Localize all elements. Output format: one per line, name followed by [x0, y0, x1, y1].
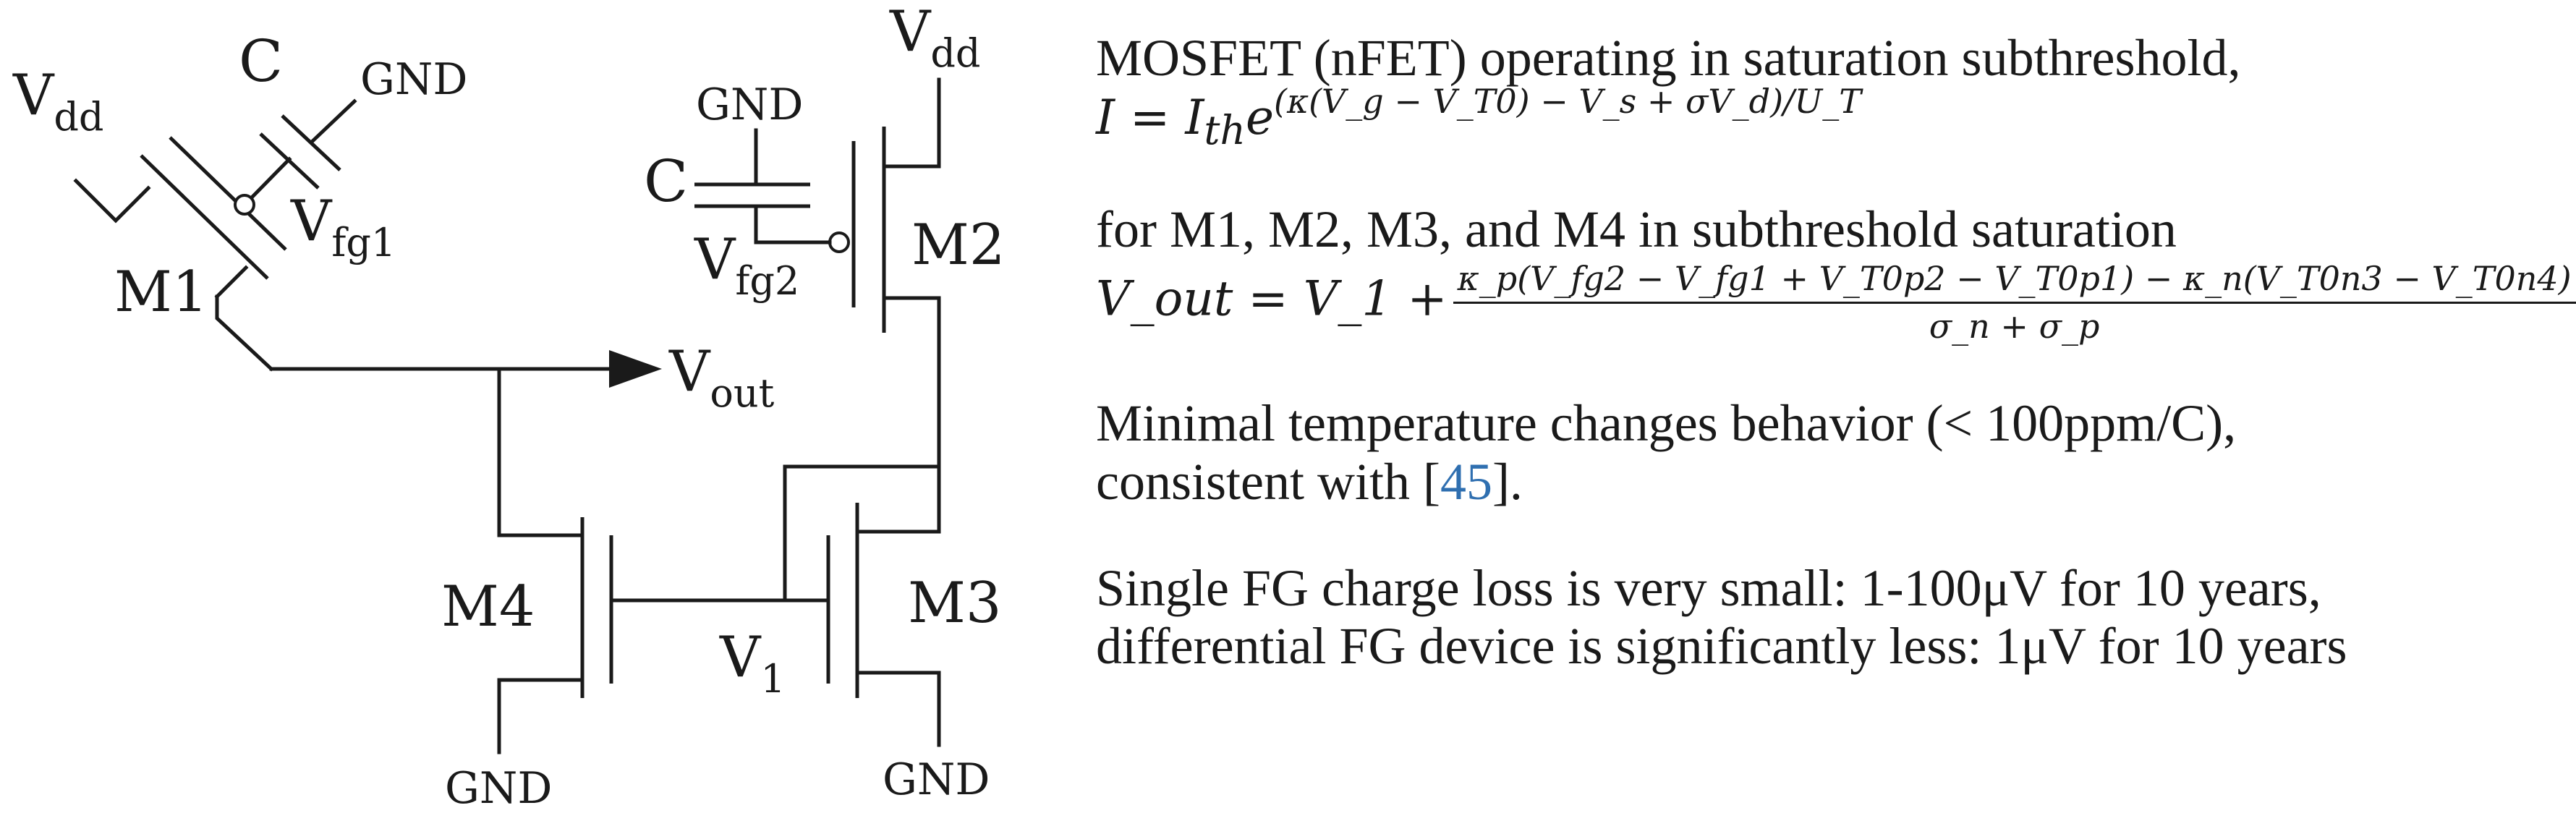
citation-link[interactable]: 45 [1440, 453, 1492, 511]
transistor-m4 [497, 367, 787, 754]
cap-left-plate-1 [259, 132, 320, 190]
gnd-cap-left-label: GND [360, 54, 468, 105]
note-subthreshold-text: MOSFET (nFET) operating in saturation su… [1096, 29, 2241, 87]
transistor-m3 [783, 305, 941, 747]
capacitor-left [259, 98, 357, 190]
m3-source-wire [859, 671, 941, 747]
vout-numerator: κ_p(V_fg2 − V_fg1 + V_T0p2 − V_T0p1) − κ… [1453, 259, 2576, 305]
cap-left-gnd-wire [308, 98, 357, 145]
m1-label: M1 [114, 260, 208, 325]
note-output-voltage: for M1, M2, M3, and M4 in subthreshold s… [1096, 200, 2576, 346]
m3-diode-connect-wire [783, 464, 941, 603]
m2-gate-wire [754, 206, 832, 244]
current-equation: I = Ithe(κ(V_g − V_T0) − V_s + σV_d)/U_T [1096, 81, 1861, 153]
m2-drain-wire [884, 296, 941, 310]
cap-left-label: C [239, 27, 283, 95]
m4-source-wire [497, 678, 581, 754]
m2-gate-bubble [828, 231, 850, 253]
vout-denominator: σ_n + σ_p [1929, 307, 2100, 346]
circuit-diagram: Vdd C GND Vfg1 M1 Vout M4 GND M3 V1 GND [12, 0, 1006, 814]
m1-gate-plate [169, 136, 287, 251]
capacitor-right [694, 128, 810, 208]
note-temperature: Minimal temperature changes behavior (< … [1096, 394, 2237, 511]
vout-fraction: κ_p(V_fg2 − V_fg1 + V_T0p2 − V_T0p1) − κ… [1453, 259, 2576, 346]
vout-arrow-icon [609, 350, 662, 388]
gnd-m4-label: GND [445, 763, 553, 814]
vfg2-label: Vfg2 [694, 227, 799, 304]
cap-right-label: C [644, 148, 688, 215]
vdd-left-label: Vdd [12, 63, 103, 140]
m2-vdd-wire [884, 77, 941, 169]
v1-label: V1 [719, 625, 786, 702]
vfg1-label: Vfg1 [290, 189, 396, 265]
vout-equation: V_out = V_1 +κ_p(V_fg2 − V_fg1 + V_T0p2 … [1096, 259, 2576, 346]
m1-gate-bubble [234, 194, 255, 216]
m2-label: M2 [911, 213, 1006, 278]
note-output-text: for M1, M2, M3, and M4 in subthreshold s… [1096, 200, 2177, 259]
note-subthreshold-current: MOSFET (nFET) operating in saturation su… [1096, 29, 2456, 153]
m4-label: M4 [441, 574, 535, 639]
vout-label: Vout [668, 339, 775, 416]
m1-drain-wire [215, 294, 274, 372]
m4-drain-wire [497, 367, 581, 537]
m1-gate-wire [249, 156, 292, 200]
m1-drain-stub [214, 265, 249, 299]
m1-vdd-wire [73, 178, 151, 224]
gnd-cap-right-label: GND [696, 80, 804, 130]
transistor-m2 [754, 77, 941, 333]
vdd-right-label: Vdd [889, 0, 980, 76]
note-charge-loss: Single FG charge loss is very small: 1-1… [1096, 558, 2347, 676]
transistor-m1 [73, 136, 292, 372]
explanation-notes: MOSFET (nFET) operating in saturation su… [1096, 29, 2576, 723]
m3-drain-wire [859, 305, 941, 534]
m1-channel [140, 154, 269, 280]
m3-label: M3 [908, 571, 1002, 636]
gnd-m3-label: GND [883, 754, 990, 805]
